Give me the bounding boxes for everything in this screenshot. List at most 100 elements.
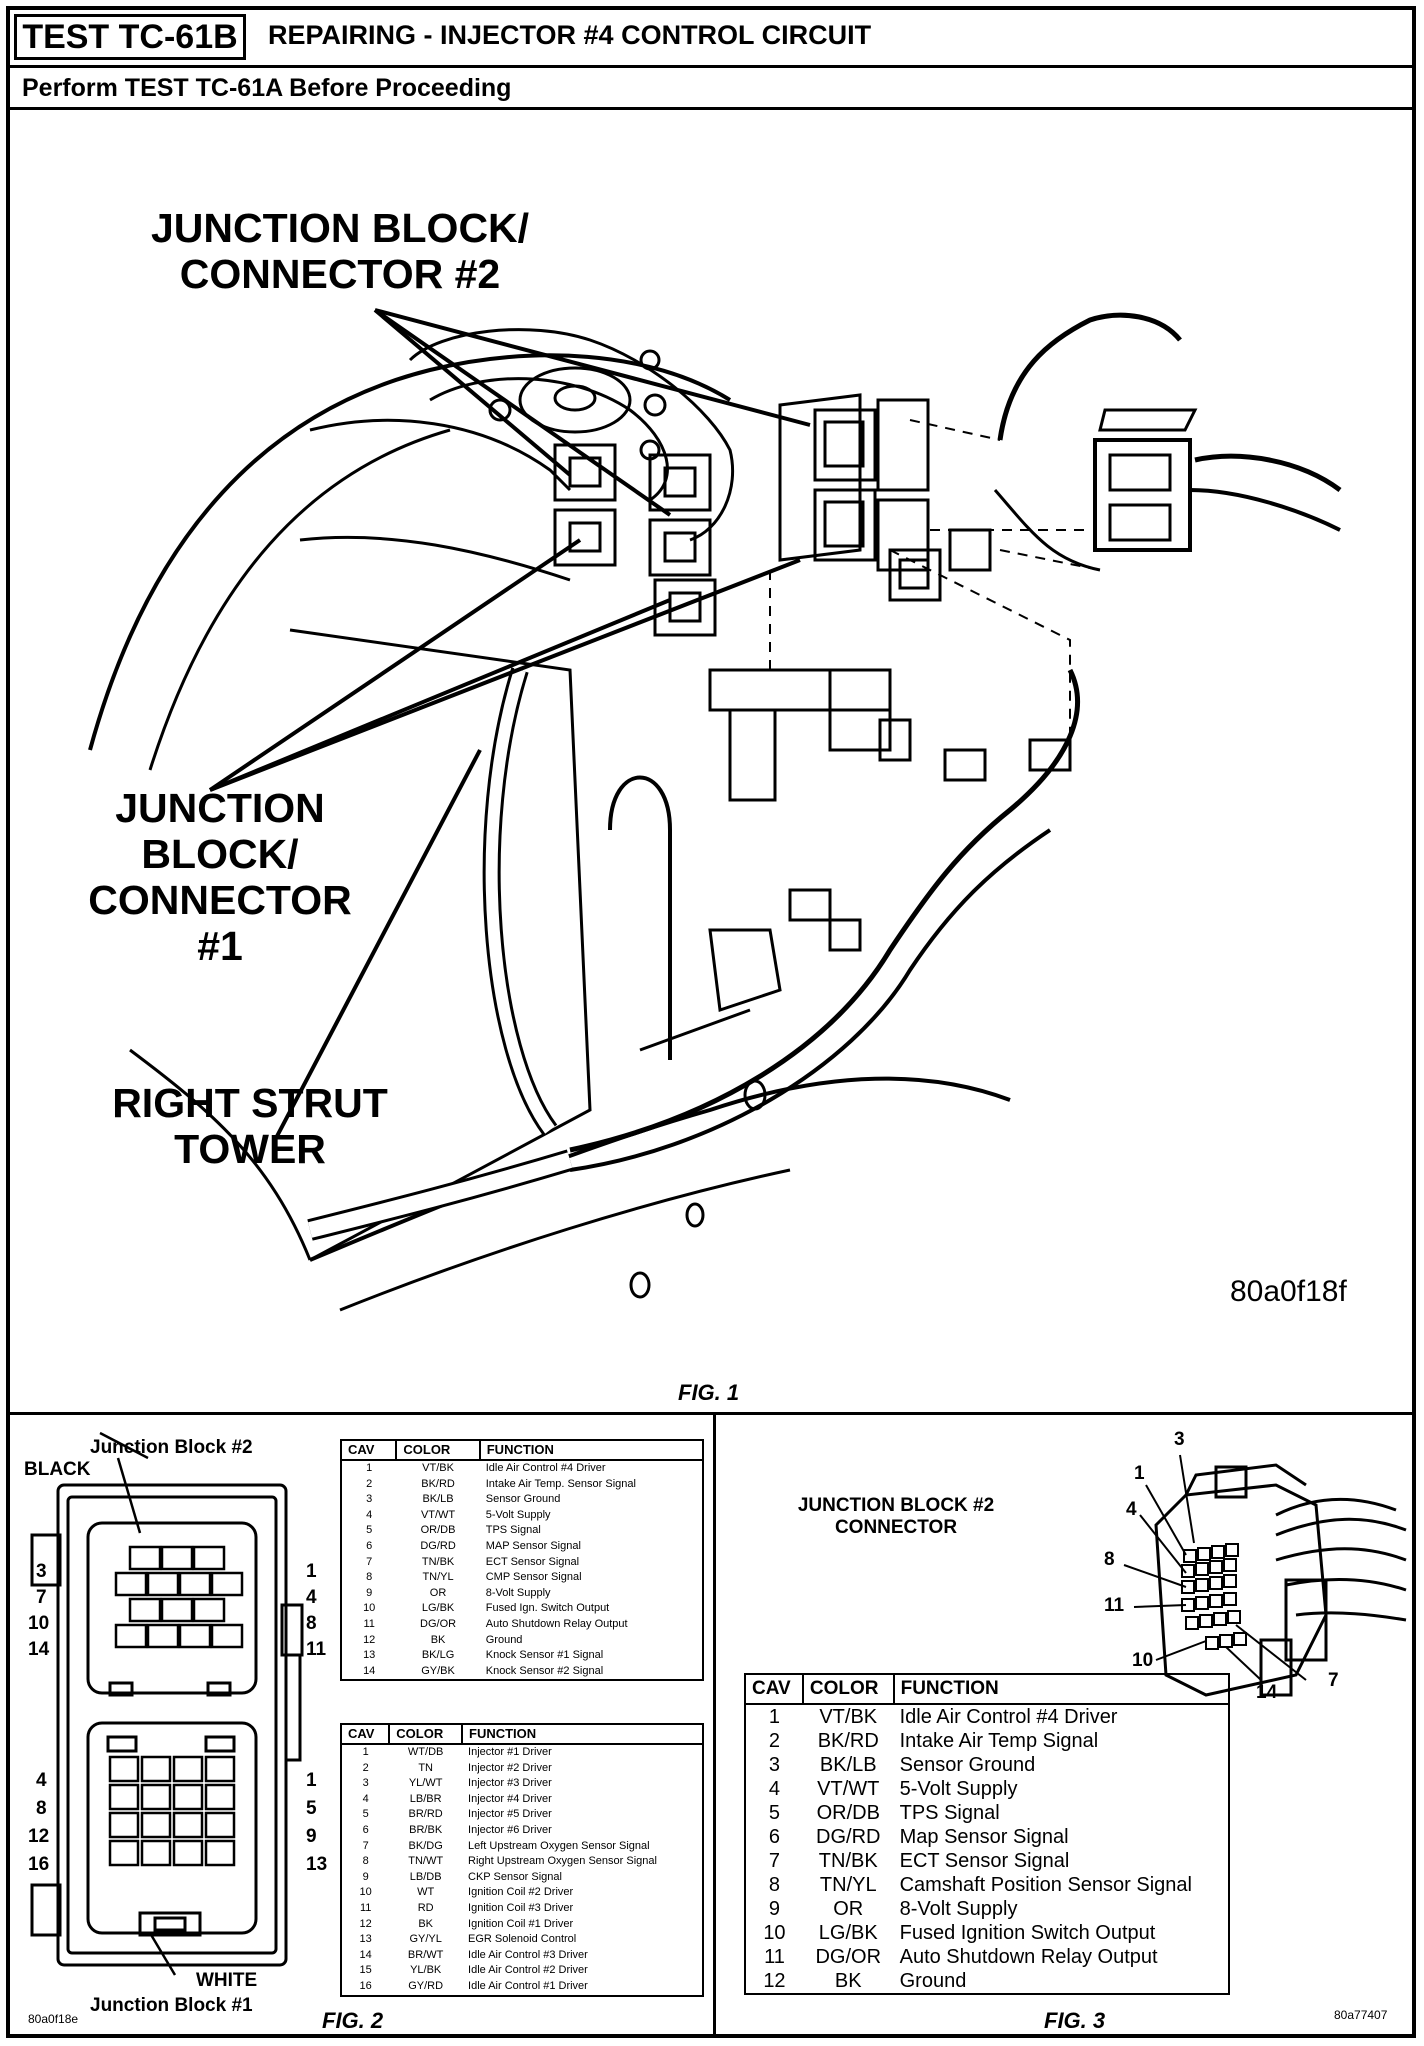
function-cell: Left Upstream Oxygen Sensor Signal	[468, 1839, 650, 1852]
pin-label: 11	[306, 1639, 327, 1660]
function-cell: Ignition Coil #2 Driver	[468, 1886, 574, 1899]
fig2-title-top: Junction Block #2	[90, 1437, 253, 1458]
pin-label: 8	[36, 1798, 47, 1819]
function-cell: Sensor Ground	[485, 1493, 561, 1506]
function-cell: Fused Ignition Switch Output	[899, 1922, 1156, 1944]
function-cell: ECT Sensor Signal	[899, 1850, 1070, 1872]
color-cell: BK	[834, 1970, 862, 1992]
junction-block-face-diagram	[30, 1431, 304, 1976]
cav-cell: 9	[362, 1870, 369, 1883]
fig2-caption: FIG. 2	[322, 2008, 384, 2033]
color-cell: VT/WT	[817, 1778, 880, 1800]
col-header: CAV	[339, 1439, 398, 1461]
function-cell: Sensor Ground	[899, 1754, 1036, 1776]
color-cell: LG/BK	[421, 1602, 455, 1615]
table-row: 7 BK/DG Left Upstream Oxygen Sensor Signal	[341, 1839, 703, 1855]
cav-cell: 1	[366, 1462, 373, 1474]
color-cell: BK/LB	[422, 1493, 454, 1506]
fig2-image-code: 80a0f18e	[28, 2012, 79, 2026]
col-header: COLOR	[801, 1673, 895, 1705]
cav-cell: 7	[366, 1555, 373, 1568]
cav-cell: 2	[366, 1477, 373, 1490]
color-cell: OR	[429, 1586, 447, 1599]
subheader: Perform TEST TC-61A Before Proceeding	[10, 68, 1412, 110]
cav-cell: 16	[359, 1979, 372, 1992]
pin-callout: 14	[1256, 1682, 1278, 1703]
cav-cell: 1	[768, 1706, 780, 1728]
pin-callout: 10	[1132, 1650, 1154, 1671]
pin-label: 1	[306, 1770, 317, 1791]
pin-label: 3	[36, 1561, 47, 1582]
color-cell: BK/LG	[421, 1649, 455, 1662]
pin-label: 16	[28, 1854, 50, 1875]
cav-cell: 9	[366, 1586, 373, 1599]
color-cell: BK/DG	[408, 1839, 443, 1852]
color-cell: TN/BK	[818, 1850, 878, 1872]
cav-cell: 1	[362, 1746, 369, 1758]
cav-cell: 4	[362, 1792, 369, 1805]
cav-cell: 7	[362, 1839, 369, 1852]
function-cell: Knock Sensor #2 Signal	[485, 1664, 604, 1677]
cav-cell: 14	[363, 1664, 376, 1677]
function-cell: Idle Air Control #4 Driver	[485, 1462, 606, 1474]
cav-cell: 8	[362, 1855, 369, 1868]
color-cell: BK	[430, 1633, 446, 1646]
color-cell: BR/WT	[407, 1948, 444, 1961]
color-cell: OR/DB	[420, 1524, 456, 1537]
function-cell: Intake Air Temp Signal	[899, 1730, 1099, 1752]
function-cell: Injector #3 Driver	[468, 1777, 552, 1790]
cav-cell: 6	[366, 1539, 373, 1552]
cav-cell: 10	[359, 1886, 372, 1899]
function-cell: 5-Volt Supply	[899, 1778, 1018, 1800]
function-cell: Auto Shutdown Relay Output	[899, 1946, 1158, 1968]
function-cell: Ignition Coil #3 Driver	[468, 1901, 574, 1914]
pin-label: 7	[36, 1587, 47, 1608]
function-cell: Right Upstream Oxygen Sensor Signal	[468, 1855, 657, 1868]
cav-cell: 11	[363, 1617, 375, 1630]
color-cell: GY/BK	[421, 1664, 455, 1677]
function-cell: Auto Shutdown Relay Output	[485, 1617, 628, 1630]
color-cell: VT/WT	[420, 1508, 456, 1521]
cav-cell: 2	[768, 1730, 780, 1752]
cav-cell: 12	[763, 1970, 786, 1992]
color-cell: YL/WT	[408, 1777, 443, 1790]
pin-label: 13	[306, 1854, 328, 1875]
cav-cell: 5	[366, 1524, 373, 1537]
color-cell: BR/BK	[409, 1823, 443, 1836]
engine-compartment-illustration	[88, 308, 1342, 1312]
pin-label: 14	[28, 1639, 50, 1660]
test-id: TEST TC-61B	[14, 14, 246, 60]
color-cell: BK	[418, 1917, 433, 1930]
function-cell: ECT Sensor Signal	[485, 1555, 580, 1568]
pin-callout: 11	[1104, 1595, 1125, 1616]
header: TEST TC-61B REPAIRING - INJECTOR #4 CONT…	[10, 10, 1412, 68]
fig3-caption: FIG. 3	[1044, 2008, 1106, 2033]
fig2-title-bottom: Junction Block #1	[90, 1995, 253, 2016]
color-cell: DG/OR	[420, 1617, 457, 1630]
color-cell: DG/OR	[815, 1946, 882, 1968]
function-cell: Map Sensor Signal	[899, 1826, 1069, 1848]
table-row: 14 GY/BK Knock Sensor #2 Signal	[341, 1664, 703, 1681]
pin-callout: 7	[1328, 1670, 1339, 1691]
color-cell: LB/BR	[409, 1792, 442, 1805]
table-row: 11 DG/OR Auto Shutdown Relay Output	[341, 1617, 703, 1633]
label-junction-block-1: JUNCTION BLOCK/ CONNECTOR #1	[88, 785, 352, 969]
pin-label: 12	[28, 1826, 50, 1847]
col-header: CAV	[339, 1723, 391, 1745]
